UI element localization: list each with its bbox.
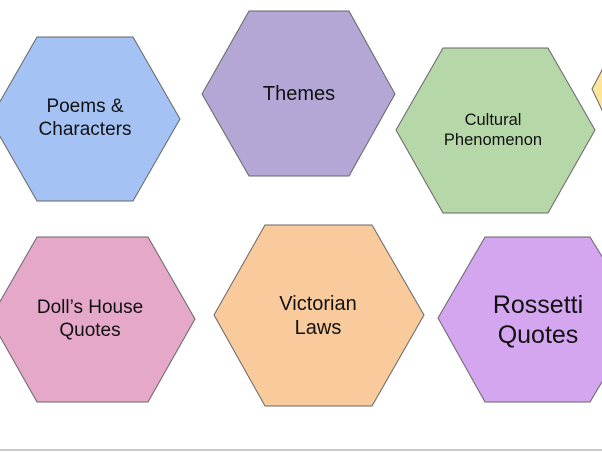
- hexagon-poems-characters[interactable]: [0, 36, 181, 202]
- hexagon-partial-yellow[interactable]: [591, 40, 602, 140]
- hexagon-rossetti-quotes[interactable]: [437, 236, 602, 403]
- hexagon-themes[interactable]: [201, 10, 396, 177]
- hexagon-victorian-laws[interactable]: [213, 224, 425, 407]
- label-line: Doll’s House: [36, 297, 144, 319]
- label-line: Characters: [38, 119, 132, 140]
- bottom-divider: [0, 449, 602, 451]
- label-line: Laws: [294, 317, 342, 339]
- label-line: Quotes: [497, 321, 579, 349]
- hexagon-label-themes: Themes: [263, 82, 335, 106]
- label-line: Themes: [262, 83, 336, 105]
- label-line: Rossetti: [492, 291, 584, 319]
- label-line: Cultural: [464, 111, 522, 130]
- hexagon-dolls-house-quotes[interactable]: [0, 236, 196, 403]
- label-line: Poems &: [46, 96, 124, 118]
- hexagon-cultural-phenomenon[interactable]: [395, 47, 596, 214]
- label-line: Phenomenon: [443, 131, 543, 149]
- label-line: Victorian: [279, 293, 357, 315]
- hexagon-label-poems-characters: Poems &Characters: [39, 96, 132, 142]
- label-line: Quotes: [59, 320, 121, 341]
